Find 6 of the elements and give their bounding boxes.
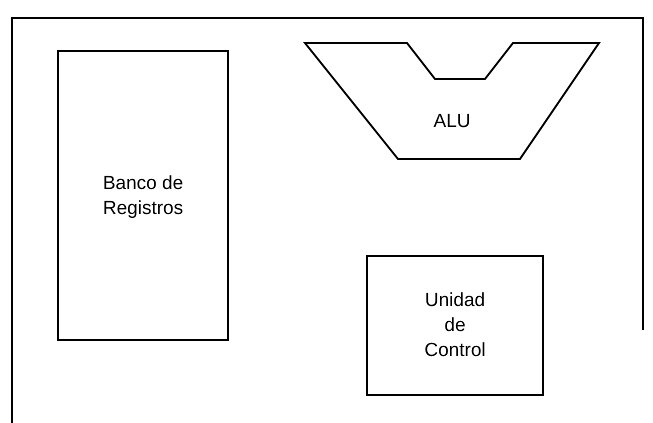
component-box xyxy=(57,50,229,341)
alu-shape xyxy=(304,42,600,160)
component-label: Unidad de Control xyxy=(423,289,487,363)
component-label: Banco de Registros xyxy=(102,172,184,220)
component-box xyxy=(366,255,544,396)
component-label: ALU xyxy=(434,110,470,134)
